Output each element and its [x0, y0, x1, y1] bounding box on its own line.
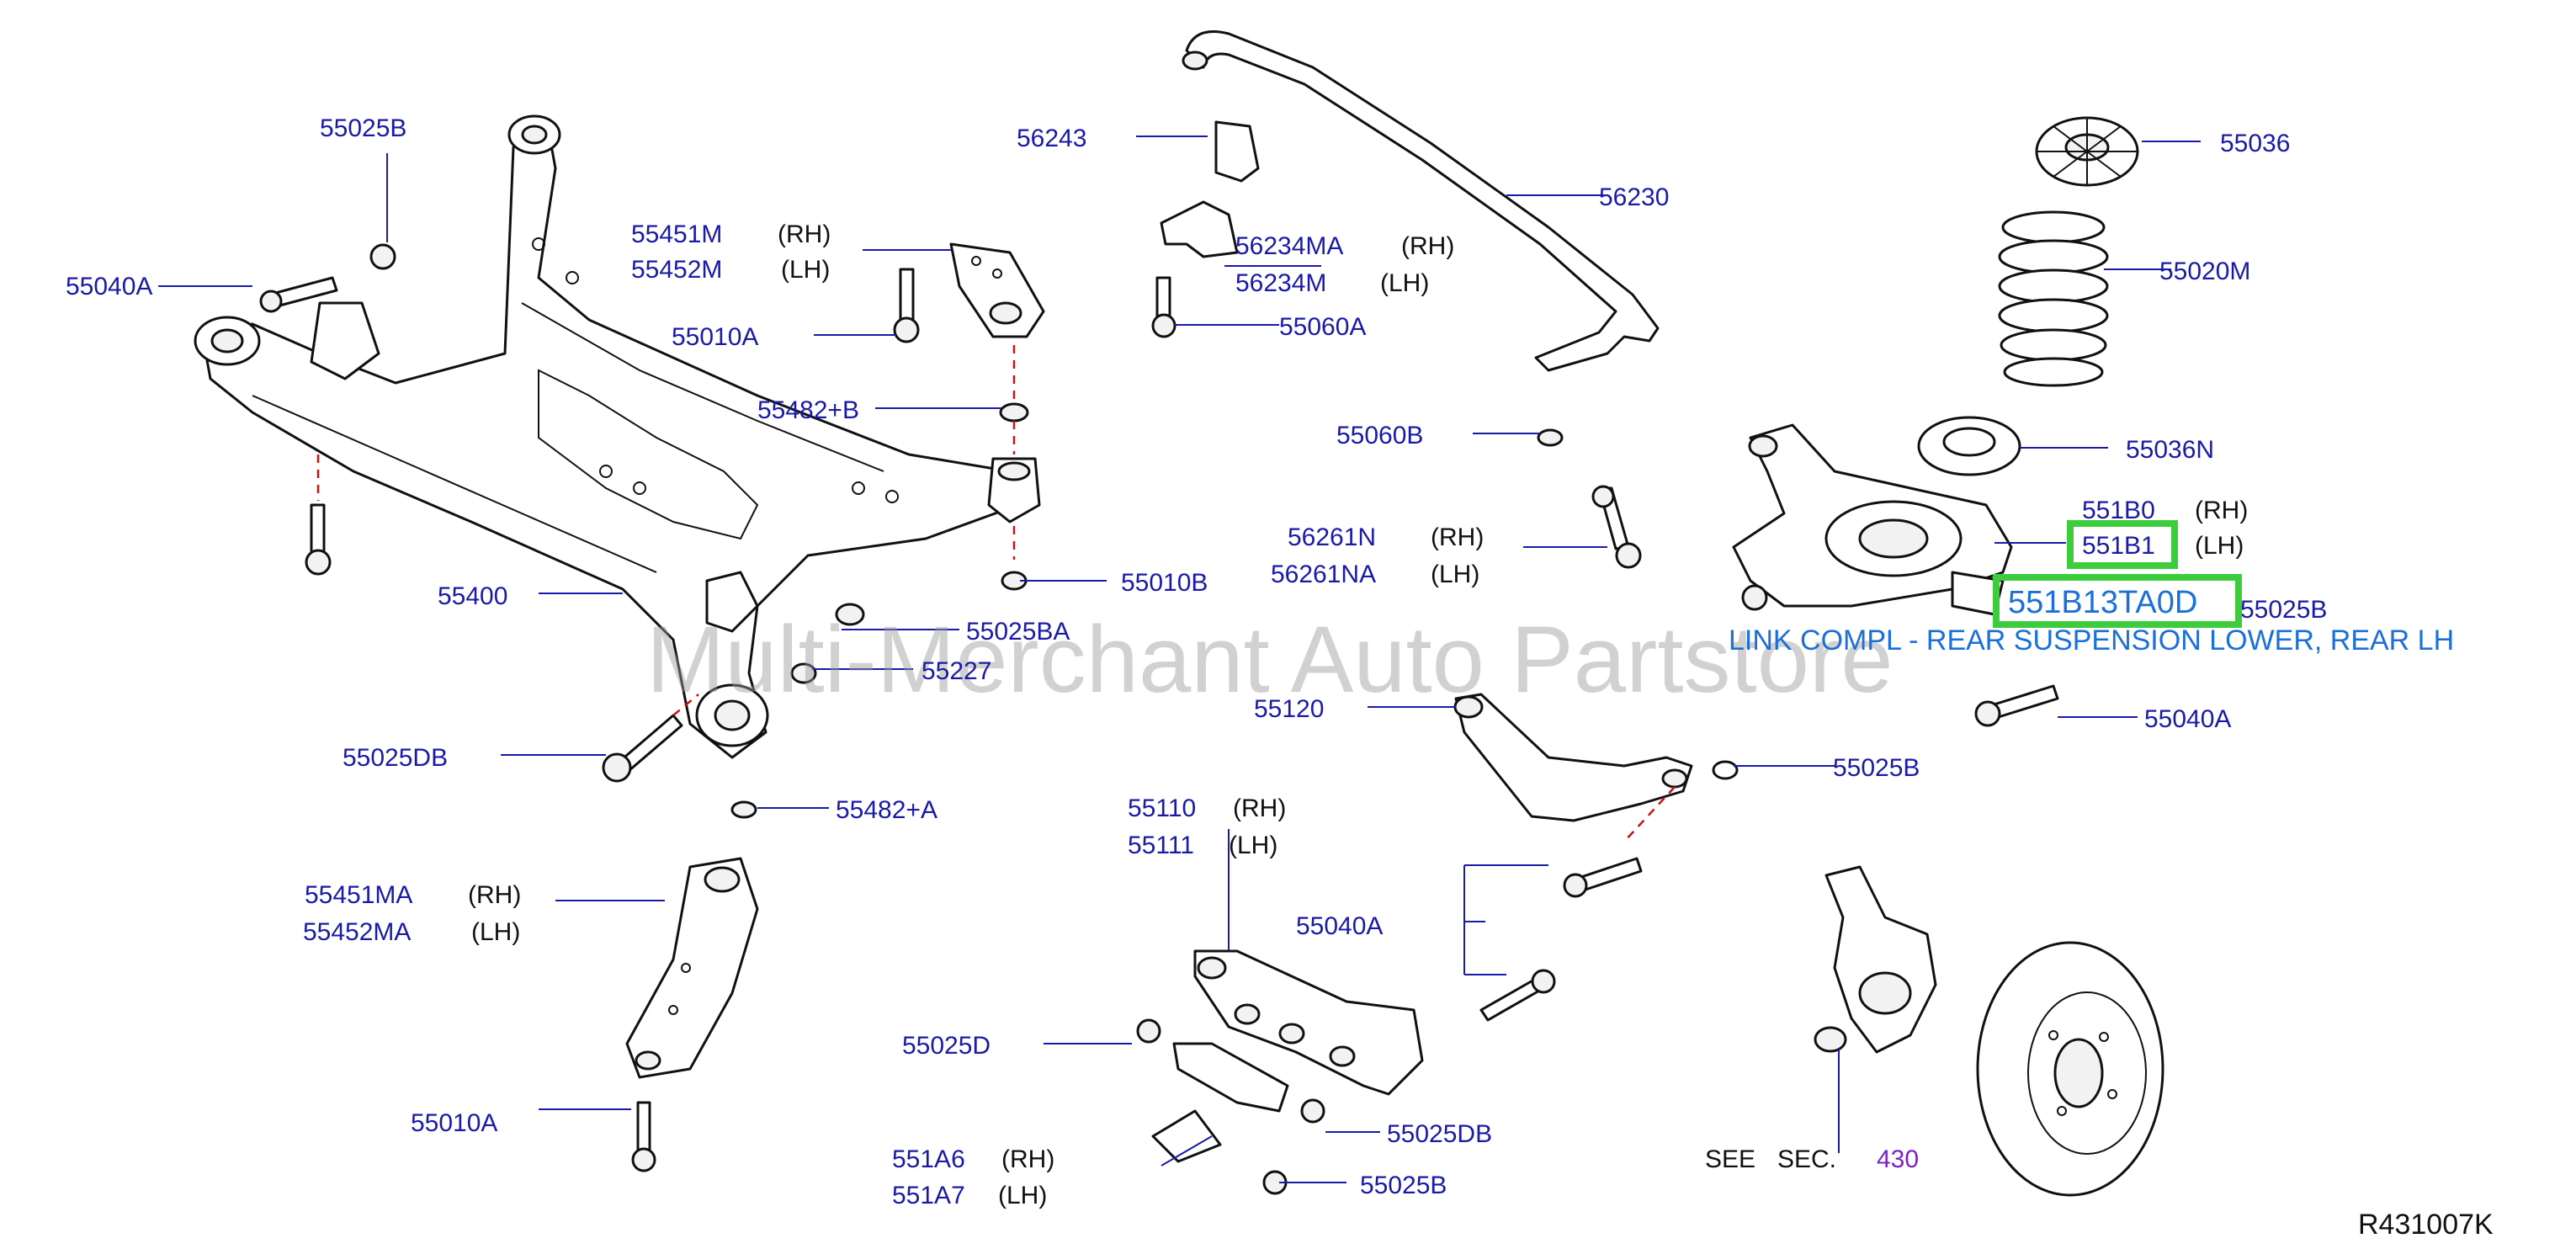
side-lh: (LH): [1380, 269, 1429, 297]
highlight-box-551b1: [2067, 520, 2178, 569]
side-lh: (LH): [2195, 532, 2244, 560]
highlight-box-selected: [1993, 574, 2242, 628]
part-number-56234ma[interactable]: 56234MA: [1235, 232, 1343, 260]
upper-link-drawing: [1453, 693, 1739, 842]
bracket-55451m-drawing: [949, 242, 1045, 591]
part-number-55452m[interactable]: 55452M: [631, 256, 722, 284]
part-number-551b0[interactable]: 551B0: [2082, 497, 2155, 524]
brake-disc-drawing: [1976, 941, 2164, 1197]
part-number-55060b[interactable]: 55060B: [1336, 422, 1423, 449]
part-number-55025ba[interactable]: 55025BA: [966, 618, 1070, 646]
part-number-55452ma[interactable]: 55452MA: [303, 918, 411, 946]
part-number-55120[interactable]: 55120: [1254, 695, 1324, 723]
part-number-551b1[interactable]: 551B1: [2082, 532, 2155, 560]
part-number-55036[interactable]: 55036: [2220, 130, 2290, 157]
lower-arm-drawing: [1732, 423, 2013, 616]
leader-lines: [158, 136, 2201, 1183]
section-430-link[interactable]: 430: [1877, 1145, 1919, 1173]
stabilizer-bar-drawing: [1151, 30, 1660, 372]
part-number-55020m[interactable]: 55020M: [2159, 258, 2250, 285]
part-number-55040a-mid[interactable]: 55040A: [1296, 912, 1383, 940]
lower-link-drawing: [1136, 949, 1424, 1195]
part-number-55025b-bottom[interactable]: 55025B: [1360, 1172, 1447, 1199]
side-rh: (RH): [778, 221, 831, 248]
side-rh: (RH): [1233, 795, 1286, 822]
part-number-551a6[interactable]: 551A6: [892, 1145, 965, 1173]
part-number-55110[interactable]: 55110: [1128, 795, 1196, 822]
subframe-drawing: [194, 114, 1020, 759]
bolts-55040a-drawing: [1479, 857, 1643, 1022]
part-number-55025b-top[interactable]: 55025B: [320, 114, 406, 142]
part-number-55400[interactable]: 55400: [438, 582, 507, 610]
part-number-55010a-top[interactable]: 55010A: [672, 323, 758, 351]
selected-part-description: LINK COMPL - REAR SUSPENSION LOWER, REAR…: [1729, 624, 2454, 656]
part-number-55025b-mid[interactable]: 55025B: [1833, 754, 1920, 782]
spring-assembly-drawing: [1917, 116, 2139, 476]
part-number-56243[interactable]: 56243: [1017, 125, 1086, 152]
part-number-55451m[interactable]: 55451M: [631, 221, 722, 248]
side-rh: (RH): [2195, 497, 2248, 524]
part-number-55010a-bottom[interactable]: 55010A: [411, 1109, 497, 1137]
part-number-55482a[interactable]: 55482+A: [836, 796, 937, 824]
side-lh: (LH): [1431, 561, 1479, 588]
bolt-55040a-right-drawing: [1974, 684, 2059, 727]
side-lh: (LH): [998, 1182, 1047, 1209]
part-number-55482b[interactable]: 55482+B: [757, 396, 859, 424]
side-rh: (RH): [468, 881, 521, 909]
see-label: SEE: [1705, 1145, 1755, 1173]
part-number-55040a-right[interactable]: 55040A: [2144, 705, 2231, 733]
part-number-55227[interactable]: 55227: [922, 657, 991, 685]
part-number-56230[interactable]: 56230: [1599, 183, 1669, 211]
part-number-55025b-right[interactable]: 55025B: [2240, 596, 2327, 624]
part-labels: 55025B 55040A 55451M (RH) 55452M (LH) 55…: [66, 114, 2327, 1209]
part-number-55025db-left[interactable]: 55025DB: [343, 744, 448, 772]
selected-part-number[interactable]: 551B13TA0D: [2008, 585, 2197, 620]
watermark: Multi-Merchant Auto Partstore: [646, 607, 1893, 712]
section-label: SEC.: [1777, 1145, 1836, 1173]
part-number-55040a-left[interactable]: 55040A: [66, 273, 152, 300]
part-number-56261n[interactable]: 56261N: [1288, 524, 1376, 551]
part-number-55025db-bottom[interactable]: 55025DB: [1387, 1120, 1492, 1148]
part-number-55111[interactable]: 55111: [1128, 832, 1194, 859]
side-rh: (RH): [1401, 232, 1454, 260]
part-number-56261na[interactable]: 56261NA: [1271, 561, 1376, 588]
diagram-reference-code: R431007K: [2358, 1209, 2494, 1241]
part-number-55025d[interactable]: 55025D: [902, 1032, 991, 1060]
knuckle-drawing: [1814, 865, 1937, 1054]
part-number-55036n[interactable]: 55036N: [2126, 436, 2214, 464]
part-number-56234m[interactable]: 56234M: [1235, 269, 1326, 297]
side-lh: (LH): [781, 256, 830, 284]
bracket-55451ma-drawing: [625, 857, 759, 1172]
part-number-55451ma[interactable]: 55451MA: [305, 881, 412, 909]
part-number-551a7[interactable]: 551A7: [892, 1182, 965, 1209]
side-rh: (RH): [1001, 1145, 1054, 1173]
side-lh: (LH): [1229, 832, 1277, 859]
side-lh: (LH): [471, 918, 520, 946]
bolts-top-left-drawing: [259, 243, 920, 819]
part-number-55060a[interactable]: 55060A: [1279, 313, 1366, 341]
part-number-55010b[interactable]: 55010B: [1121, 569, 1208, 597]
side-rh: (RH): [1431, 524, 1484, 551]
stabilizer-link-drawing: [1537, 428, 1642, 569]
